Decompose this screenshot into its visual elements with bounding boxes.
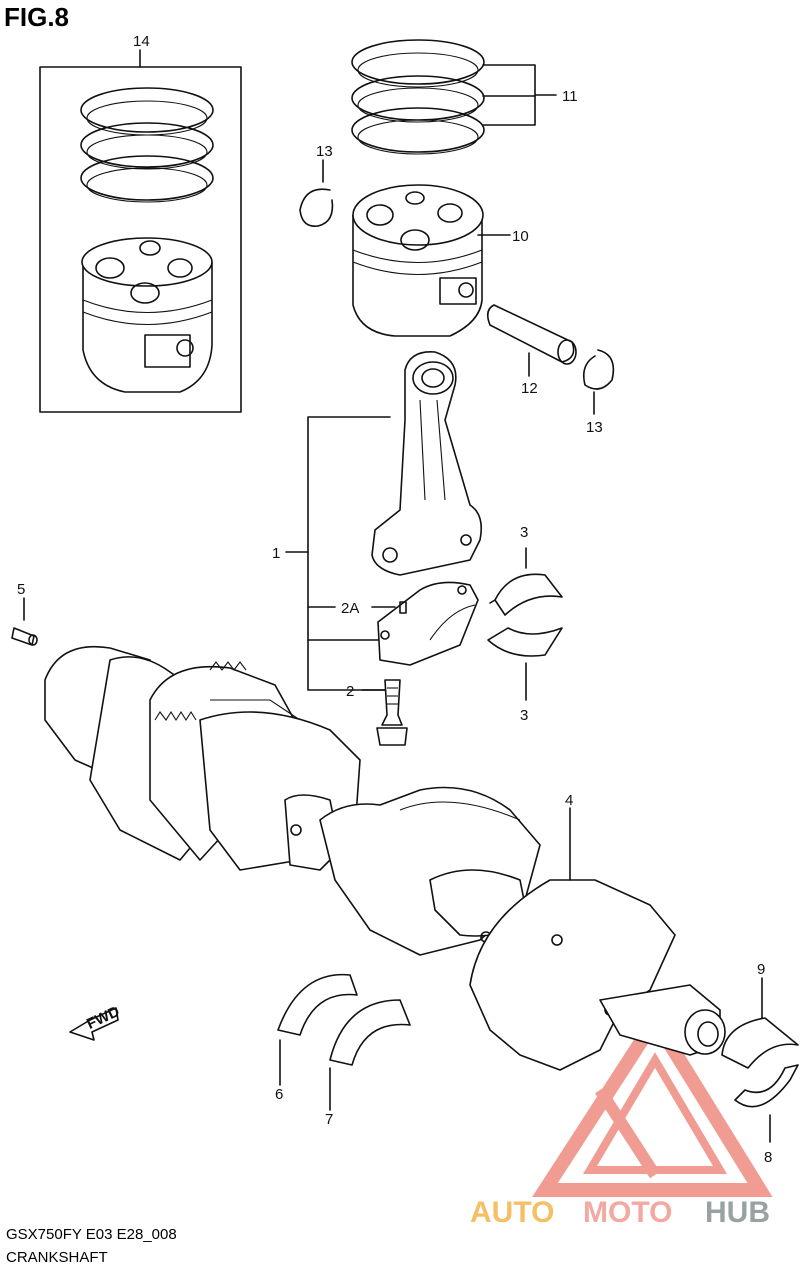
part-8-journal-bearing (734, 1064, 799, 1143)
part-13-circlip-lower (582, 349, 615, 415)
callout-7: 7 (325, 1111, 333, 1128)
callout-3-upper: 3 (520, 524, 528, 541)
part-1-rod-cap (377, 581, 479, 666)
callout-13-upper: 13 (316, 143, 333, 160)
model-code: GSX750FY E03 E28_008 (6, 1226, 177, 1243)
watermark-moto: MOTO (583, 1196, 672, 1229)
part-1-bracket (285, 416, 396, 691)
callout-12: 12 (521, 380, 538, 397)
part-13-circlip-upper (299, 159, 334, 227)
part-2-rod-bolt (376, 679, 408, 746)
callout-6: 6 (275, 1086, 283, 1103)
part-12-piston-pin (486, 304, 577, 377)
part-11-piston-rings (351, 39, 557, 155)
part-6-journal-bearing (277, 973, 358, 1086)
part-14-piston-set (39, 49, 242, 413)
watermark-hub: HUB (705, 1196, 770, 1229)
part-3-rod-bearings (487, 547, 563, 701)
part-7-journal-bearing (329, 999, 411, 1111)
part-2a-dowel (399, 601, 407, 614)
callout-9: 9 (757, 961, 765, 978)
callout-5: 5 (17, 581, 25, 598)
watermark-text: AUTO MOTO HUB (470, 1196, 770, 1229)
figure-title: FIG.8 (4, 2, 70, 32)
callout-10: 10 (512, 228, 529, 245)
callout-13-lower: 13 (586, 419, 603, 436)
callout-3-lower: 3 (520, 707, 528, 724)
callout-11: 11 (562, 88, 578, 105)
part-4-crankshaft (44, 645, 726, 1071)
callout-8: 8 (764, 1149, 772, 1166)
watermark-auto: AUTO (470, 1196, 554, 1229)
callout-2: 2 (346, 683, 354, 700)
callout-4: 4 (565, 792, 573, 809)
callout-1: 1 (272, 545, 280, 562)
callout-2a: 2A (341, 600, 359, 617)
section-name: CRANKSHAFT (6, 1249, 108, 1266)
fwd-arrow-icon: FWD (69, 1003, 122, 1041)
part-9-journal-bearing (721, 977, 799, 1069)
part-10-piston (352, 184, 511, 337)
part-5-dowel-pin (11, 597, 38, 646)
part-1-connecting-rod (371, 351, 483, 576)
fwd-label: FWD (84, 1003, 122, 1033)
callout-14: 14 (133, 33, 150, 50)
watermark-logo (532, 1006, 773, 1197)
